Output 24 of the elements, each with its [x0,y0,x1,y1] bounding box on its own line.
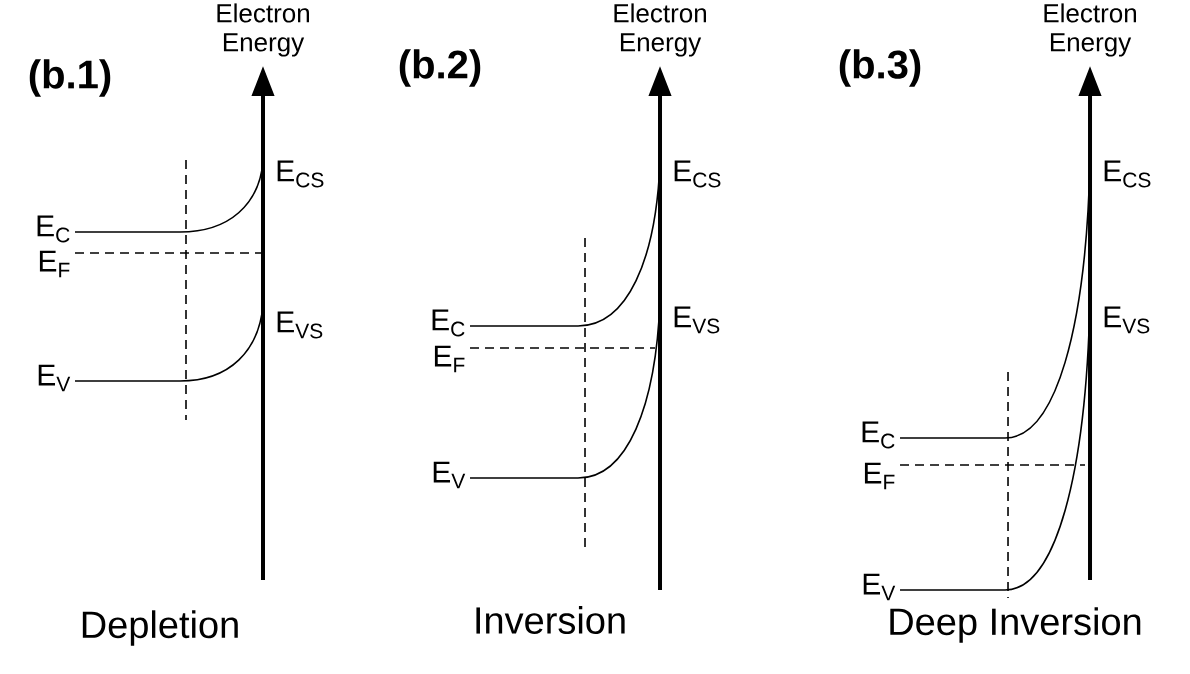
energy-level-label: E$_{C}$ [37,215,70,243]
energy-level-label: E$_{V}$ [863,573,896,601]
caption: Inversion [476,606,625,634]
energy-level-label: E$_{VS}$ [674,306,720,334]
caption: Deep Inversion [890,607,1141,643]
panel-label: (b.1) [29,59,111,97]
energy-level-label: E$_{C}$ [432,309,465,337]
axis-label: Electron Energy [217,3,309,57]
axis-label: Electron Energy [1044,3,1136,57]
energy-level-label: E$_{VS}$ [1104,306,1150,334]
panel-label: (b.2) [399,49,481,87]
energy-level-label: E$_{CS}$ [1104,160,1151,188]
energy-level-label: E$_{CS}$ [277,160,324,188]
energy-level-label: E$_{F}$ [434,345,465,373]
energy-level-label: E$_{F}$ [39,250,70,278]
energy-level-label: E$_{V}$ [38,364,71,392]
energy-level-label: E$_{V}$ [433,461,466,489]
energy-level-label: E$_{CS}$ [674,160,721,188]
panel-label: (b.3) [839,49,921,87]
energy-level-label: E$_{VS}$ [277,311,323,339]
axis-label: Electron Energy [614,3,706,57]
energy-level-label: E$_{C}$ [862,421,895,449]
energy-level-label: E$_{F}$ [864,462,895,490]
caption: Depletion [82,610,238,646]
